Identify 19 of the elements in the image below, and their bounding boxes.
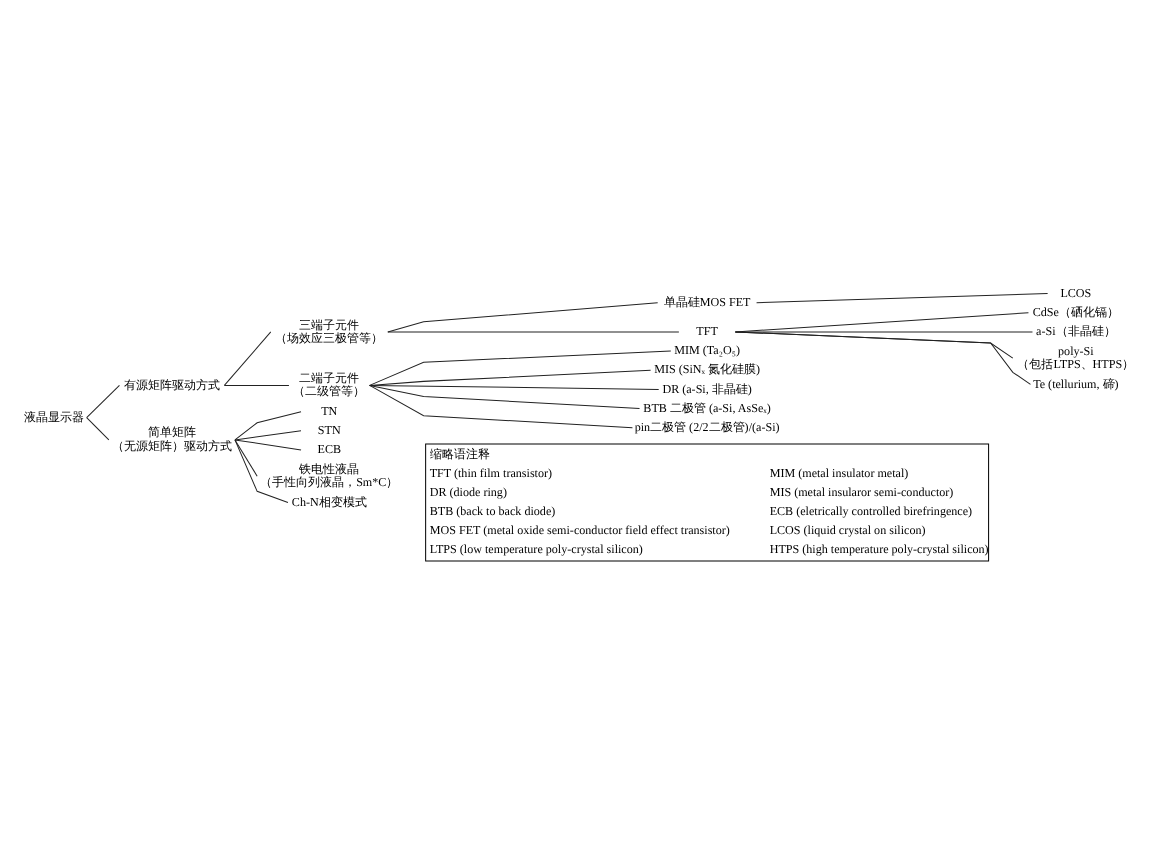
connector — [369, 369, 652, 386]
connector — [387, 331, 680, 333]
connector — [223, 331, 272, 386]
connector — [234, 439, 302, 451]
connector — [369, 350, 672, 386]
connector — [234, 439, 258, 477]
connector — [86, 417, 110, 441]
connector — [369, 384, 633, 429]
connector — [223, 384, 290, 386]
connector — [234, 439, 289, 503]
connector — [234, 411, 302, 441]
connector — [387, 302, 659, 333]
connector — [756, 293, 1049, 304]
connector — [86, 384, 120, 419]
connector — [734, 331, 1031, 385]
connector — [234, 430, 302, 441]
connector — [369, 384, 641, 410]
connector — [369, 384, 660, 390]
connector — [734, 331, 1033, 333]
